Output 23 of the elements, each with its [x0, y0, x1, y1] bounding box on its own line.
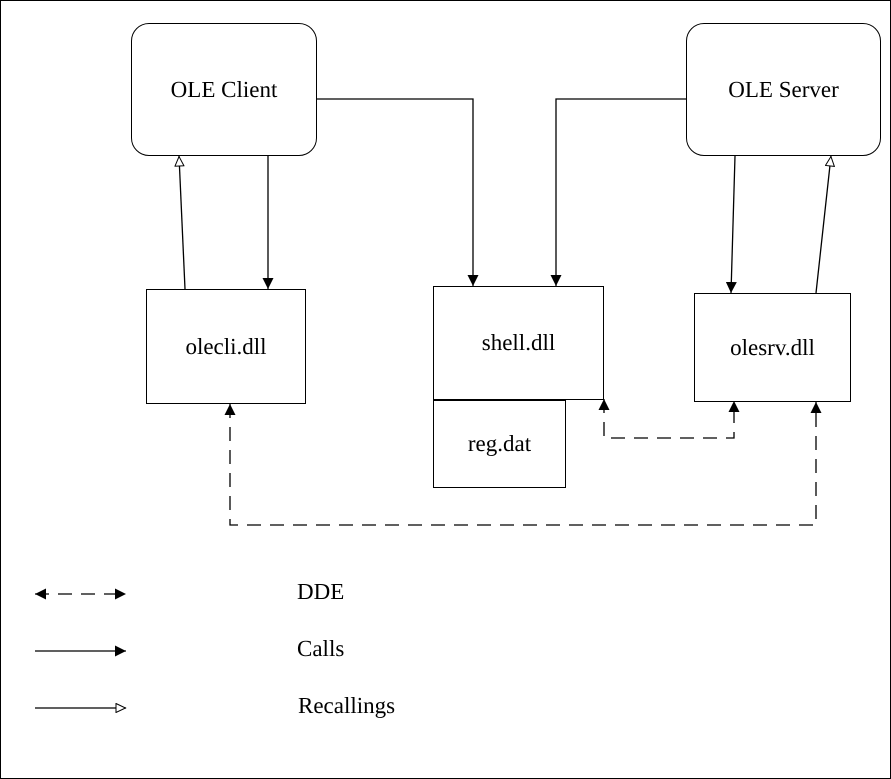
legend-label: DDE	[297, 579, 344, 605]
arrow	[262, 156, 274, 289]
legend-label: Recallings	[298, 693, 396, 719]
node-label: shell.dll	[482, 330, 556, 356]
arrow	[174, 156, 186, 290]
legend-label: Calls	[297, 636, 344, 662]
arrow	[598, 399, 740, 439]
module-box	[694, 293, 851, 402]
node-label: OLE Server	[728, 76, 839, 102]
module-box	[433, 286, 604, 400]
arrow	[317, 98, 478, 286]
node-label: reg.dat	[468, 431, 532, 457]
node-label: OLE Client	[170, 76, 278, 102]
arrow	[815, 156, 835, 294]
module-box	[146, 289, 306, 404]
component-box	[131, 23, 317, 156]
module-box	[433, 400, 566, 488]
arrow	[550, 98, 686, 286]
node-label: olesrv.dll	[730, 334, 815, 360]
arrow	[726, 156, 737, 294]
arrow	[224, 402, 822, 526]
node-label: olecli.dll	[185, 334, 267, 360]
component-box	[686, 23, 881, 156]
